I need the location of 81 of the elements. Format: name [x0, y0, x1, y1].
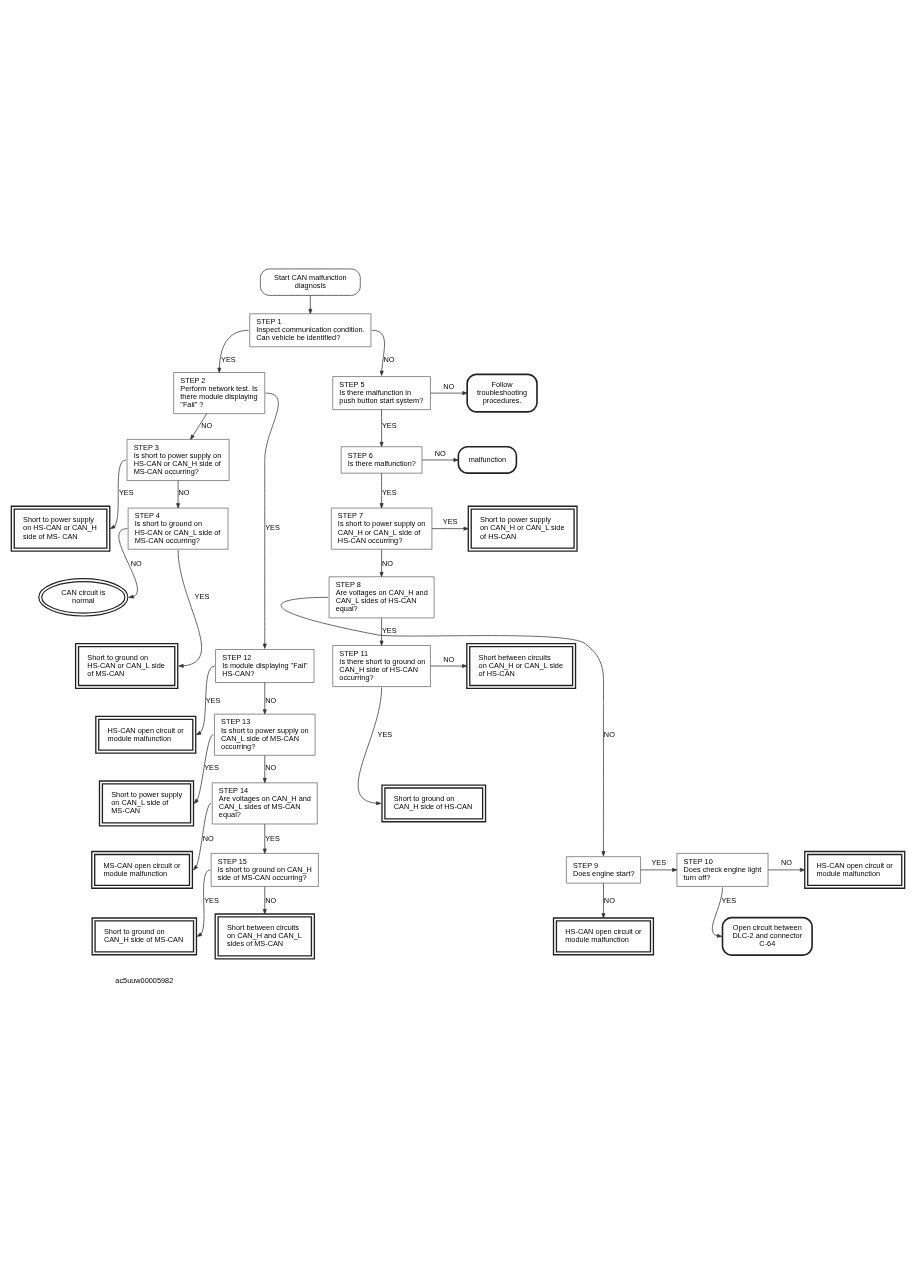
edge-label: YES	[381, 488, 397, 498]
edge-label: NO	[443, 654, 455, 664]
arrow	[431, 526, 469, 531]
edge-label: YES	[721, 895, 737, 905]
edge-label: NO	[265, 696, 277, 706]
edge-label: NO	[383, 354, 395, 364]
edge-label: NO	[381, 558, 393, 568]
arrow	[262, 823, 267, 854]
arrow	[308, 295, 313, 315]
arrow	[177, 549, 202, 668]
node-box: STEP 9 Does engine start?	[566, 856, 641, 884]
edge-label: YES	[381, 625, 397, 635]
arrow	[196, 665, 216, 736]
arrow	[371, 329, 385, 376]
node-box: STEP 1 Inspect communication condition. Can vehicle be identified?	[249, 313, 372, 348]
edge-label: NO	[265, 895, 277, 905]
node-box: STEP 12 Is module displaying "Fail" HS-CAN?	[215, 649, 315, 683]
arrow	[379, 617, 384, 646]
arrow	[193, 734, 214, 804]
arrow	[281, 596, 606, 857]
label: ac5uuw00005982	[115, 975, 174, 985]
edge-label: YES	[194, 592, 210, 602]
arrow	[110, 459, 127, 529]
node-box: STEP 13 Is short to power supply on CAN_L side of MS-CAN occurring?	[214, 713, 316, 756]
node-box: STEP 2 Perform network test. Is there module displaying "Fail" ?	[173, 372, 266, 415]
arrow	[357, 686, 382, 806]
arrow	[193, 803, 212, 871]
node-box: Follow troubleshooting procedures.	[466, 373, 538, 413]
edge-label: YES	[265, 833, 280, 843]
arrow	[379, 409, 384, 447]
edge-label: YES	[118, 488, 134, 498]
arrow	[767, 868, 806, 872]
arrow	[421, 458, 459, 462]
edge-label: NO	[603, 729, 615, 739]
arrow	[379, 472, 384, 509]
edge-label: NO	[443, 381, 455, 391]
edge-label: YES	[265, 523, 280, 533]
arrow	[711, 887, 723, 938]
arrow	[430, 664, 468, 668]
edge-label: NO	[265, 762, 277, 772]
arrow	[430, 391, 468, 395]
arrow	[190, 413, 208, 440]
node-box: STEP 15 Is short to ground on CAN_H side of MS-CAN occurring?	[210, 853, 319, 887]
edge-label: NO	[178, 488, 190, 498]
arrow	[176, 480, 180, 509]
node-box: STEP 8 Are voltages on CAN_H and CAN_L sides of HS-CAN equal?	[328, 576, 435, 619]
edge-label: YES	[221, 354, 236, 364]
node-box: STEP 4 Is short to ground on HS-CAN or CAN_L side of MS-CAN occurring?	[127, 507, 229, 550]
node-box: STEP 5 Is there malfunction in push button start system?	[332, 376, 431, 410]
edge-label: YES	[204, 762, 219, 772]
edge-label: NO	[130, 558, 142, 568]
edge-label: YES	[204, 895, 219, 905]
arrow	[640, 868, 678, 872]
edge-label: YES	[442, 517, 458, 527]
node-box: Open circuit between DLC-2 and connector C-64	[721, 916, 813, 956]
arrow	[262, 886, 267, 915]
arrow	[262, 682, 267, 715]
edge-label: NO	[202, 833, 214, 843]
arrow	[262, 392, 279, 649]
node-box: STEP 7 Is short to power supply on CAN_H or CAN_L side of HS-CAN occurring?	[330, 507, 433, 550]
arrow	[196, 869, 211, 937]
edge-label: NO	[201, 421, 213, 431]
edge-label: YES	[381, 421, 397, 431]
arrow	[601, 882, 606, 919]
arrow	[379, 549, 384, 578]
edge-label: NO	[603, 895, 615, 905]
edge-label: NO	[780, 858, 792, 868]
arrow	[217, 329, 249, 373]
arrow	[262, 755, 267, 784]
node-box: STEP 3 Is short to power supply on HS-CAN or CAN_H side of MS-CAN occurring?	[126, 439, 230, 481]
node-box: malfunction	[457, 445, 518, 474]
edge-label: YES	[205, 696, 221, 706]
edge-label: YES	[651, 858, 667, 868]
arrow	[118, 528, 138, 599]
node-box: STEP 11 Is there short to ground on CAN_H side of HS-CAN occurring?	[332, 645, 431, 687]
node-box: Start CAN malfunction diagnosis	[260, 268, 361, 296]
edge-label: NO	[434, 448, 446, 458]
node-box: STEP 6 Is there malfunction?	[340, 446, 423, 474]
edge-label: YES	[377, 729, 393, 739]
node-box: STEP 10 Does check engine light turn off?	[676, 853, 769, 887]
node-box: STEP 14 Are voltages on CAN_H and CAN_L sides of MS-CAN equal?	[211, 782, 318, 825]
